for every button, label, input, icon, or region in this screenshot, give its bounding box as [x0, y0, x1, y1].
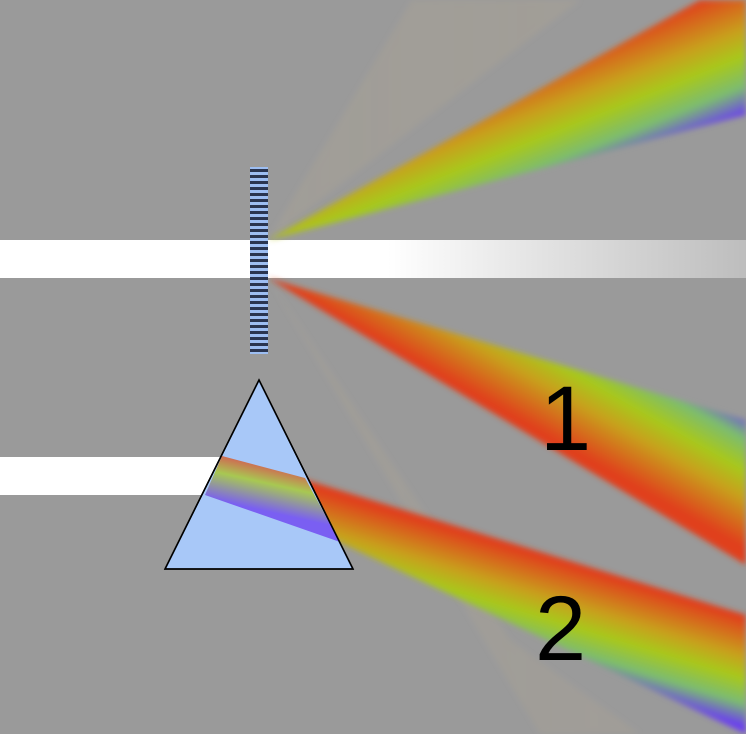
grating-slit: [250, 229, 268, 232]
higher-order-fans: [268, 0, 640, 734]
grating-slit: [250, 175, 268, 178]
grating-slit: [250, 301, 268, 304]
grating-slit: [250, 187, 268, 190]
spectrum-beam-lower: [268, 278, 746, 565]
spectrum-beam-prism: [300, 478, 746, 734]
prism-icon: [163, 378, 355, 570]
grating-slit: [250, 295, 268, 298]
spectrum-beam-upper: [268, 0, 746, 240]
grating-slit: [250, 193, 268, 196]
grating-slit: [250, 313, 268, 316]
white-light-beam: [0, 240, 255, 278]
grating-slit: [250, 169, 268, 172]
grating-slit: [250, 241, 268, 244]
grating-slit: [250, 265, 268, 268]
zeroth-order-beam: [262, 240, 746, 278]
grating-slit: [250, 337, 268, 340]
grating-slit: [250, 271, 268, 274]
grating-slit: [250, 199, 268, 202]
white-light-beam-prism: [0, 457, 220, 495]
grating-slit: [250, 277, 268, 280]
grating-slit: [250, 217, 268, 220]
grating-slit: [250, 247, 268, 250]
grating-slit: [250, 205, 268, 208]
grating-slit: [250, 223, 268, 226]
grating-slit: [250, 319, 268, 322]
grating-slit: [250, 283, 268, 286]
diffraction-grating-icon: [250, 167, 268, 354]
grating-slit: [250, 181, 268, 184]
grating-slit: [250, 235, 268, 238]
order-label-2: 2: [535, 578, 586, 680]
grating-slit: [250, 253, 268, 256]
grating-slit: [250, 349, 268, 352]
grating-slit: [250, 211, 268, 214]
grating-slit: [250, 289, 268, 292]
grating-slit: [250, 331, 268, 334]
grating-slit: [250, 307, 268, 310]
grating-slit: [250, 325, 268, 328]
order-label-1: 1: [540, 368, 591, 470]
grating-slit: [250, 259, 268, 262]
grating-slit: [250, 343, 268, 346]
